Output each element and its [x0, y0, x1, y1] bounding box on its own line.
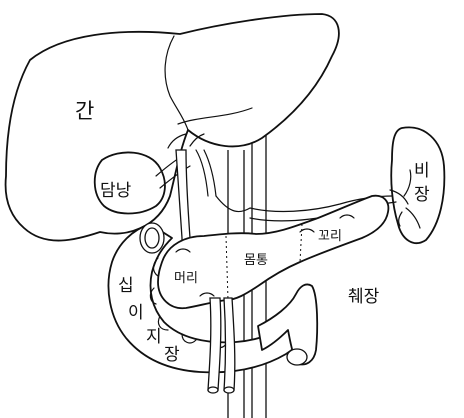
smv-end-2	[223, 386, 235, 394]
hepatic-ducts	[167, 133, 217, 197]
jejunum	[257, 283, 319, 366]
pancreas-body-label: 몸통	[244, 253, 268, 268]
liver-ligament	[177, 107, 253, 125]
duodenum-label-1: 십	[118, 276, 134, 296]
pancreas-texture	[175, 214, 355, 297]
duodenum-label-2: 이	[128, 303, 144, 323]
body-tail-divider	[299, 223, 303, 263]
spleen	[390, 126, 446, 245]
smv-end-1	[207, 386, 219, 394]
pylorus-inner	[144, 227, 160, 249]
duodenum-folds	[149, 257, 227, 349]
head-body-divider	[225, 235, 229, 301]
spleen-hilum-vessels	[389, 169, 421, 229]
duodenum-label-3: 지	[146, 327, 162, 347]
liver-lobe-line	[164, 35, 189, 131]
liver-label: 간	[75, 99, 94, 123]
gallbladder-label: 담낭	[100, 181, 132, 201]
pancreas	[157, 194, 390, 310]
jejunum-opening	[286, 348, 308, 366]
gallbladder	[93, 151, 166, 215]
spleen-label-1: 비	[414, 161, 430, 181]
liver	[4, 13, 340, 242]
pancreas-label: 췌장	[348, 287, 380, 307]
spleen-label-2: 장	[414, 185, 430, 205]
pancreas-tail-label: 꼬리	[318, 229, 342, 244]
pancreas-head-label: 머리	[174, 271, 198, 286]
duodenum-label-4: 장	[164, 345, 180, 365]
